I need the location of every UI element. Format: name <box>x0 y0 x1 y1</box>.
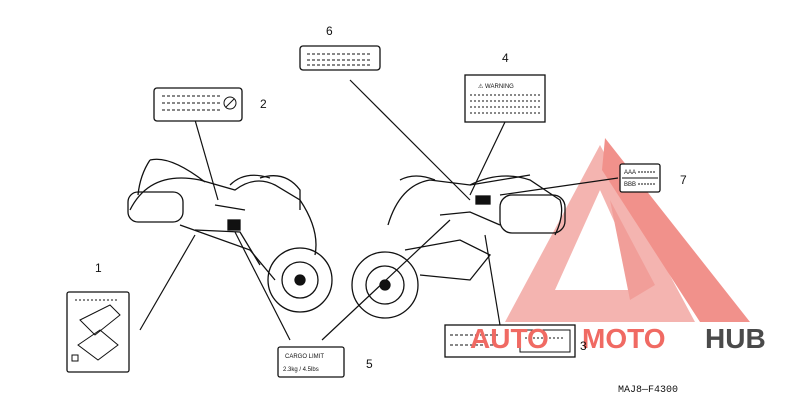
leader-7 <box>499 177 619 196</box>
diagram-code: MAJ8—F4300 <box>618 385 678 396</box>
watermark-word-auto: AUTO <box>470 323 549 354</box>
watermark-wordmark: AUTO MOTO HUB <box>470 323 766 354</box>
motorcycle-right <box>351 174 566 319</box>
label-3 <box>444 324 576 358</box>
label-5: CARGO LIMIT 2.3kg / 4.5lbs <box>277 346 345 378</box>
label-4: ⚠ WARNING <box>464 74 546 123</box>
watermark-word-moto: MOTO <box>582 323 665 354</box>
label-4-warning-text: ⚠ WARNING <box>478 83 514 90</box>
label-6 <box>299 45 381 71</box>
callout-7: 7 <box>680 173 687 187</box>
label-7-tag-a: AAA <box>624 170 636 176</box>
watermark-word-hub: HUB <box>705 323 766 354</box>
watermark-triangle-cut <box>555 190 645 290</box>
callout-6: 6 <box>326 24 333 38</box>
callout-3: 3 <box>580 339 587 353</box>
label-7: AAA BBB <box>619 163 661 193</box>
label-2 <box>153 87 243 122</box>
label-5-line2: 2.3kg / 4.5lbs <box>283 367 319 373</box>
callout-5: 5 <box>366 357 373 371</box>
leader-5a <box>234 231 291 341</box>
callout-2: 2 <box>260 97 267 111</box>
callout-1: 1 <box>95 261 102 275</box>
callout-4: 4 <box>502 51 509 65</box>
label-5-line1: CARGO LIMIT <box>285 354 324 360</box>
leader-2 <box>194 119 219 201</box>
leader-6 <box>349 79 471 201</box>
label-7-tag-b: BBB <box>624 182 636 188</box>
label-1 <box>66 291 130 373</box>
watermark-triangle-inner <box>610 200 655 300</box>
motorcycle-left <box>127 158 333 313</box>
leader-3 <box>484 234 501 326</box>
leader-1 <box>139 234 196 331</box>
